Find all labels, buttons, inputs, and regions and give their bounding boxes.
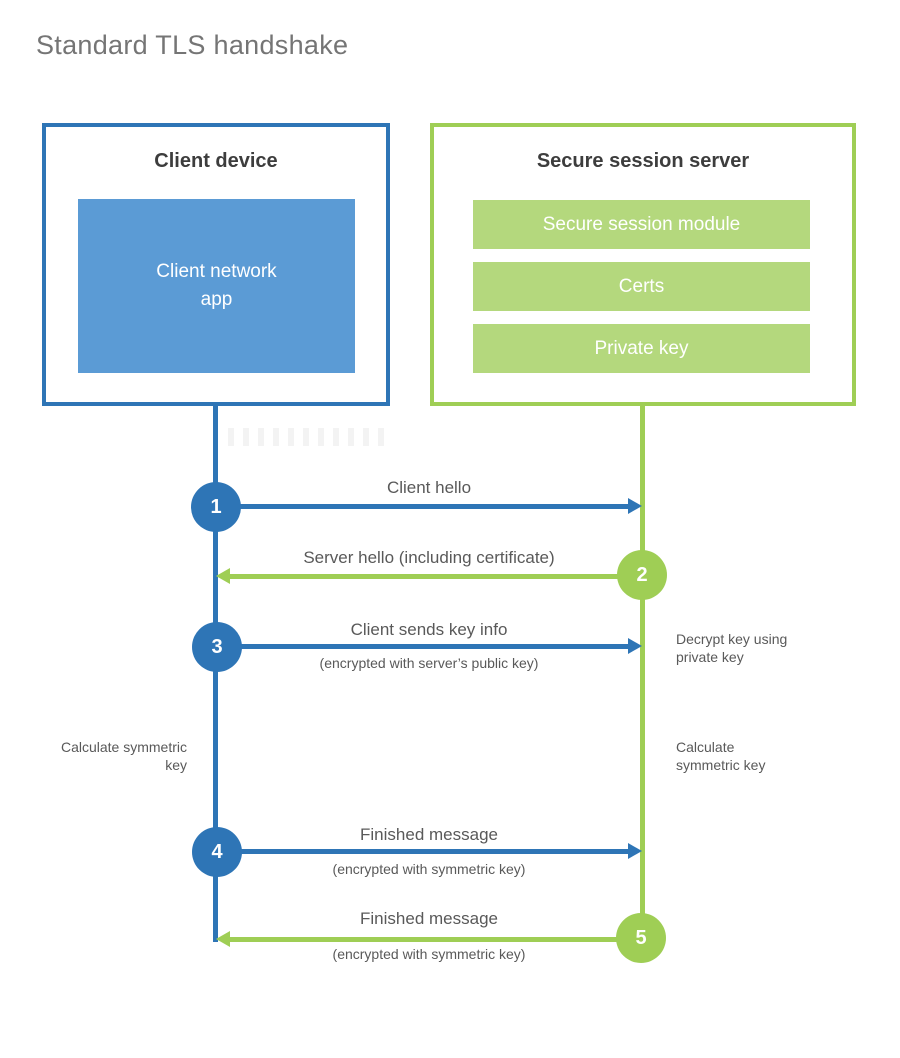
server-module-label: Private key <box>594 337 689 359</box>
arrow-shaft <box>231 849 631 854</box>
label-finished-client: Finished message <box>360 825 498 844</box>
arrow-finished-client <box>231 843 642 859</box>
sublabel-finished-server: (encrypted with symmetric key) <box>332 946 526 962</box>
label-client-key-info: Client sends key info <box>350 620 508 639</box>
label-client-hello: Client hello <box>386 478 472 497</box>
step-2-badge: 2 <box>617 550 667 600</box>
note-decrypt-key: Decrypt key using private key <box>676 631 788 665</box>
note-calculate-symmetric-key-server: Calculate symmetric key <box>676 739 766 773</box>
server-module-label: Certs <box>618 275 665 297</box>
step-3-number: 3 <box>211 635 223 658</box>
client-device-title: Client device <box>154 150 278 172</box>
client-lifeline <box>213 405 218 942</box>
client-network-app-label: Client network app <box>156 261 277 310</box>
arrow-shaft <box>227 574 642 579</box>
note-calculate-symmetric-key-client: Calculate symmetric key <box>60 739 187 773</box>
step-5-badge: 5 <box>616 913 666 963</box>
arrow-shaft <box>231 644 631 649</box>
arrowhead-right-icon <box>628 843 642 859</box>
server-module-secure-session-module: Secure session module <box>473 200 810 249</box>
server-module-certs: Certs <box>473 262 810 311</box>
step-1-badge: 1 <box>191 482 241 532</box>
arrow-server-hello <box>216 568 642 584</box>
server-module-label: Secure session module <box>542 213 741 235</box>
label-server-hello: Server hello (including certificate) <box>303 548 555 567</box>
step-1-number: 1 <box>210 495 222 518</box>
faint-watermark-artifact <box>228 428 386 446</box>
sublabel-client-key-info: (encrypted with server’s public key) <box>319 655 539 671</box>
step-5-number: 5 <box>635 926 647 949</box>
arrow-shaft <box>227 937 641 942</box>
server-lifeline <box>640 405 645 938</box>
secure-session-server-title: Secure session server <box>536 150 750 172</box>
arrowhead-right-icon <box>628 498 642 514</box>
step-4-number: 4 <box>211 840 223 863</box>
arrow-shaft <box>230 504 631 509</box>
arrow-client-key-info <box>231 638 642 654</box>
step-2-number: 2 <box>636 563 648 586</box>
arrowhead-right-icon <box>628 638 642 654</box>
arrow-client-hello <box>230 498 642 514</box>
label-finished-server: Finished message <box>360 909 498 928</box>
arrowhead-left-icon <box>216 931 230 947</box>
page-title: Standard TLS handshake <box>36 30 349 60</box>
client-network-app-rect: Client network app <box>78 199 355 373</box>
step-3-badge: 3 <box>192 622 242 672</box>
sublabel-finished-client: (encrypted with symmetric key) <box>332 861 526 877</box>
step-4-badge: 4 <box>192 827 242 877</box>
arrow-finished-server <box>216 931 641 947</box>
arrowhead-left-icon <box>216 568 230 584</box>
server-module-private-key: Private key <box>473 324 810 373</box>
